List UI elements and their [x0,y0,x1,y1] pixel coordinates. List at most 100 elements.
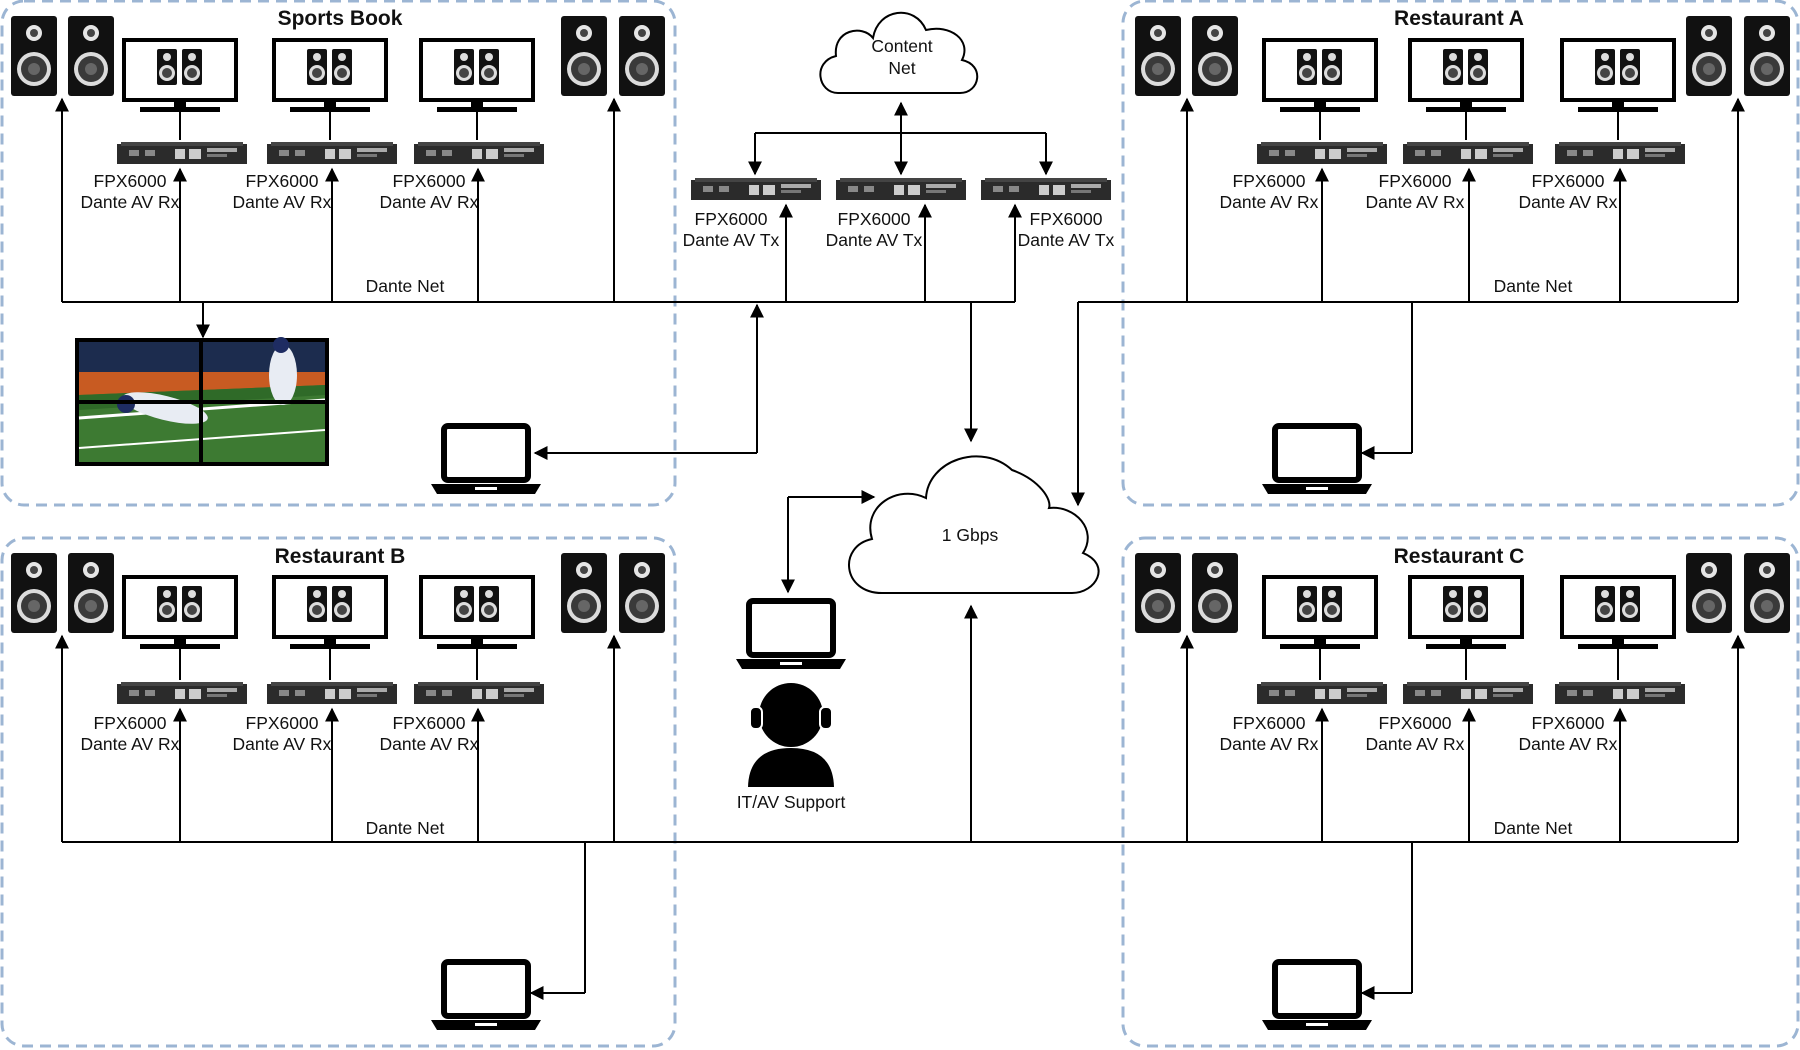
speaker-icon [68,553,114,633]
receiver-device-icon [414,682,544,704]
receiver-label: FPX6000 [1379,171,1452,191]
transmitter-label: Dante AV Tx [1018,230,1115,250]
receiver-device-icon [267,682,397,704]
support-group: IT/AV Support [736,490,876,812]
monitor-icon [272,575,388,651]
receiver-device-icon [117,142,247,164]
restaurant-a-group: Restaurant A FPX6000 Dante AV Rx FPX6000… [1135,7,1790,494]
zone-restaurant-b [0,536,677,1048]
receiver-label: Dante AV Rx [380,192,479,212]
speaker-icon [1744,553,1790,633]
zone-restaurant-c [1121,536,1800,1048]
transmitter-device-icon [836,178,966,200]
speaker-icon [1192,16,1238,96]
receiver-label: Dante AV Rx [81,734,180,754]
monitor-icon [419,38,535,114]
transmitter-device-icon [691,178,821,200]
laptop-icon [1262,962,1372,1030]
speaker-icon [1135,16,1181,96]
speaker-icon [1686,16,1732,96]
speaker-icon [1135,553,1181,633]
speaker-icon [1686,553,1732,633]
transmitter-device-icon [981,178,1111,200]
dante-net-label: Dante Net [1494,818,1573,838]
receiver-label: FPX6000 [246,171,319,191]
receiver-label: FPX6000 [393,171,466,191]
receiver-device-icon [267,142,397,164]
monitor-icon [1262,575,1378,651]
zone-title: Restaurant C [1394,545,1525,568]
monitor-icon [122,38,238,114]
zone-restaurant-a [1121,0,1800,507]
receiver-device-icon [117,682,247,704]
monitor-icon [419,575,535,651]
support-agent-icon [748,683,834,787]
receiver-label: FPX6000 [1233,171,1306,191]
receiver-device-icon [1257,682,1387,704]
transmitter-label: Dante AV Tx [683,230,780,250]
laptop-icon [736,601,846,669]
speaker-icon [68,16,114,96]
content-net-label: Net [888,58,915,78]
support-label: IT/AV Support [737,792,846,812]
receiver-label: Dante AV Rx [1519,734,1618,754]
transmitter-label: Dante AV Tx [826,230,923,250]
speaker-icon [561,16,607,96]
receiver-label: FPX6000 [1532,713,1605,733]
restaurant-b-group: Restaurant B FPX6000 Dante AV Rx FPX6000… [11,545,665,1030]
restaurant-c-group: Restaurant C FPX6000 Dante AV Rx FPX6000… [1135,545,1790,1030]
receiver-label: Dante AV Rx [1220,192,1319,212]
zone-sports-book [0,0,677,507]
core-network-cloud: 1 Gbps [848,455,1100,594]
receiver-label: FPX6000 [94,171,167,191]
monitor-icon [1408,38,1524,114]
laptop-icon [431,426,541,494]
monitor-icon [1408,575,1524,651]
receiver-label: Dante AV Rx [1366,192,1465,212]
receiver-label: Dante AV Rx [233,734,332,754]
zone-title: Sports Book [278,7,403,30]
receiver-label: Dante AV Rx [81,192,180,212]
monitor-icon [1560,575,1676,651]
speaker-icon [1744,16,1790,96]
monitor-icon [122,575,238,651]
receiver-label: Dante AV Rx [1519,192,1618,212]
transmitter-label: FPX6000 [695,209,768,229]
zone-title: Restaurant A [1394,7,1524,30]
receiver-device-icon [1555,142,1685,164]
receiver-device-icon [1555,682,1685,704]
receiver-label: FPX6000 [1233,713,1306,733]
monitor-icon [272,38,388,114]
speaker-icon [619,16,665,96]
receiver-label: FPX6000 [1379,713,1452,733]
sports-book-group: Sports Book FPX6000 Dante AV Rx FPX6000 … [11,7,665,494]
transmitter-label: FPX6000 [838,209,911,229]
core-cloud-label: 1 Gbps [942,525,999,545]
zone-title: Restaurant B [275,545,406,568]
receiver-label: FPX6000 [1532,171,1605,191]
speaker-icon [561,553,607,633]
monitor-icon [1560,38,1676,114]
receiver-label: FPX6000 [393,713,466,733]
receiver-device-icon [1403,682,1533,704]
laptop-icon [1262,426,1372,494]
receiver-label: FPX6000 [94,713,167,733]
monitor-icon [1262,38,1378,114]
receiver-label: Dante AV Rx [1220,734,1319,754]
receiver-label: Dante AV Rx [233,192,332,212]
speaker-icon [11,553,57,633]
transmitter-label: FPX6000 [1030,209,1103,229]
laptop-icon [431,962,541,1030]
receiver-label: FPX6000 [246,713,319,733]
receiver-device-icon [1403,142,1533,164]
speaker-icon [1192,553,1238,633]
receiver-device-icon [414,142,544,164]
receiver-label: Dante AV Rx [1366,734,1465,754]
content-net-cloud: Content Net [819,11,979,94]
speaker-icon [619,553,665,633]
content-net-label: Content [871,36,932,56]
video-wall-image [75,337,329,466]
dante-net-label: Dante Net [1494,276,1573,296]
speaker-icon [11,16,57,96]
